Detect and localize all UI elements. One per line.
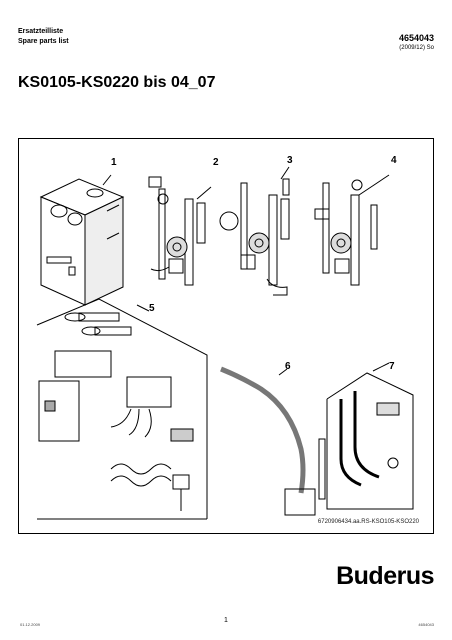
figure-reference: 6720906434.aa.RS-KSO105-KSO220 xyxy=(317,519,419,525)
accessory-set-5-illustration xyxy=(36,298,208,520)
callout-7: 7 xyxy=(389,361,395,372)
callout-1: 1 xyxy=(111,157,117,168)
connection-pipes-7-illustration xyxy=(326,372,414,510)
header-label-en: Spare parts list xyxy=(18,38,69,45)
document-number: 4654043 xyxy=(398,33,434,43)
callout-2: 2 xyxy=(213,157,219,168)
callout-5: 5 xyxy=(149,303,155,314)
parts-illustration xyxy=(36,166,414,520)
page-number: 1 xyxy=(224,617,228,624)
pump-group-4-illustration xyxy=(314,179,378,286)
callout-6: 6 xyxy=(285,361,291,372)
header-label-de: Ersatzteilliste xyxy=(18,28,64,35)
flexible-hose-6-illustration xyxy=(220,366,306,494)
document-date: (2009/12) So xyxy=(399,45,434,51)
footer-date: 01.12.2009 xyxy=(20,622,41,627)
pump-group-3-illustration xyxy=(219,178,290,296)
hose-bracket-illustration xyxy=(284,438,326,516)
exploded-parts-drawing: 1 2 3 4 5 6 7 6720906434.aa.RS-KSO105-KS… xyxy=(18,138,434,534)
pump-group-2-illustration xyxy=(148,176,206,286)
footer-doc-number: 4654043 xyxy=(418,622,434,627)
brand-logo: Buderus xyxy=(336,562,434,590)
callout-4: 4 xyxy=(391,155,397,166)
housing-box-illustration xyxy=(39,178,125,306)
callout-3: 3 xyxy=(287,155,293,166)
page-title: KS0105-KS0220 bis 04_07 xyxy=(18,74,216,91)
